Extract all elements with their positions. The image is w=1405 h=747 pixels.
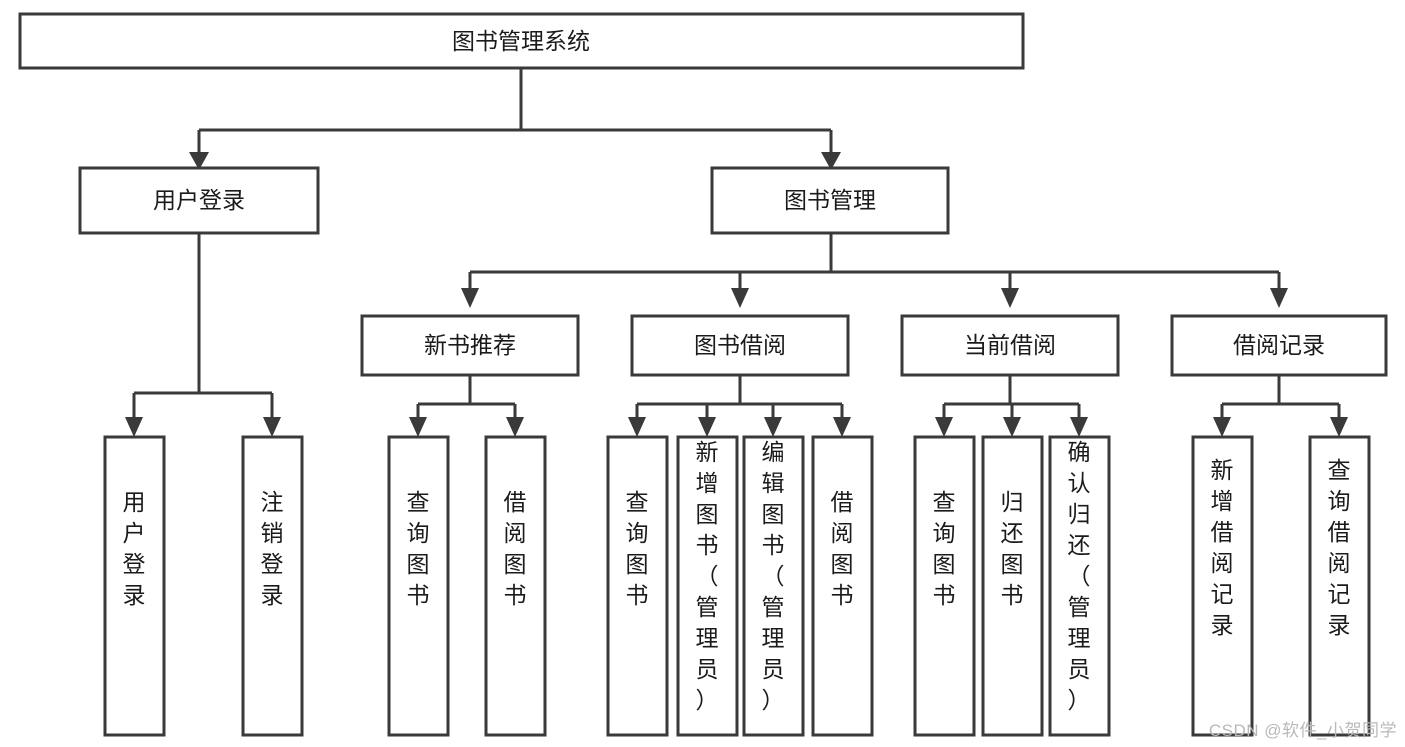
node-borrow-record[interactable]: 借阅记录 [1170, 314, 1388, 377]
leaf-edit-book-label: 编辑图书（管理员） [762, 439, 785, 713]
node-book-borrow-label: 图书借阅 [694, 332, 786, 358]
arrowhead-leaf-logout [263, 417, 281, 437]
node-borrow-record-label: 借阅记录 [1233, 332, 1325, 358]
node-user-login-label: 用户登录 [153, 187, 245, 213]
leaf-user-login-label: 用户登录 [123, 489, 146, 608]
arrowhead-leaf-return-book [1003, 417, 1021, 437]
arrowhead-leaf-borrow-book-2 [833, 417, 851, 437]
node-current-borrow[interactable]: 当前借阅 [900, 314, 1120, 377]
leaf-logout-label: 注销登录 [261, 489, 284, 608]
node-new-book-recommend-label: 新书推荐 [424, 332, 516, 358]
arrowhead-current-borrow [1001, 288, 1019, 308]
leaf-confirm-return[interactable]: 确认归还（管理员） [1048, 435, 1111, 737]
arrowhead-leaf-borrow-book-1 [506, 417, 524, 437]
arrowhead-leaf-edit-book [764, 417, 782, 437]
node-root[interactable]: 图书管理系统 [18, 12, 1025, 70]
node-user-login[interactable]: 用户登录 [78, 166, 320, 235]
node-book-management[interactable]: 图书管理 [710, 166, 950, 235]
arrowhead-book-borrow [731, 288, 749, 308]
node-book-management-label: 图书管理 [784, 187, 876, 213]
leaf-add-book-label: 新增图书（管理员） [696, 439, 719, 713]
edge-root-bus [197, 68, 833, 155]
leaf-user-login[interactable]: 用户登录 [103, 435, 166, 737]
arrowhead-user-login [189, 152, 209, 170]
arrowhead-leaf-user-login [125, 417, 143, 437]
leaf-add-record-label: 新增借阅记录 [1211, 457, 1234, 638]
leaf-query-book-3[interactable]: 查询图书 [913, 435, 976, 737]
edge-bookborrow-bus [635, 375, 844, 420]
leaf-add-book[interactable]: 新增图书（管理员） [676, 435, 739, 737]
node-book-borrow[interactable]: 图书借阅 [630, 314, 850, 377]
arrowhead-leaf-query-book-2 [628, 417, 646, 437]
leaf-confirm-return-label: 确认归还（管理员） [1068, 439, 1091, 713]
arrowhead-borrow-record [1270, 288, 1288, 308]
leaf-borrow-book-2-label: 借阅图书 [831, 489, 854, 608]
arrowhead-book-mgmt [821, 152, 841, 170]
leaf-query-record-label: 查询借阅记录 [1328, 457, 1351, 638]
leaf-logout[interactable]: 注销登录 [241, 435, 304, 737]
leaf-borrow-book-2[interactable]: 借阅图书 [811, 435, 874, 737]
leaf-borrow-book-1[interactable]: 借阅图书 [484, 435, 547, 737]
connector-layer [125, 68, 1348, 437]
arrowhead-leaf-add-record [1213, 417, 1231, 437]
leaf-add-record[interactable]: 新增借阅记录 [1191, 435, 1254, 737]
edge-currentborrow-bus [942, 375, 1081, 420]
edge-borrowrecord-bus [1220, 375, 1341, 420]
leaf-query-book-1[interactable]: 查询图书 [387, 435, 450, 737]
leaf-return-book-label: 归还图书 [1001, 489, 1024, 608]
arrowhead-leaf-add-book [698, 417, 716, 437]
leaf-edit-book[interactable]: 编辑图书（管理员） [742, 435, 805, 737]
node-new-book-recommend[interactable]: 新书推荐 [360, 314, 580, 377]
leaf-query-book-2-label: 查询图书 [626, 489, 649, 608]
leaf-return-book[interactable]: 归还图书 [981, 435, 1044, 737]
node-current-borrow-label: 当前借阅 [964, 332, 1056, 358]
leaf-query-record[interactable]: 查询借阅记录 [1308, 435, 1371, 737]
leaf-borrow-book-1-label: 借阅图书 [504, 489, 527, 608]
arrowhead-leaf-query-record [1330, 417, 1348, 437]
node-root-label: 图书管理系统 [452, 28, 590, 54]
arrowhead-new-book-rec [461, 288, 479, 308]
arrowhead-leaf-query-book-3 [935, 417, 953, 437]
arrowhead-leaf-query-book-1 [409, 417, 427, 437]
edge-userlogin-bus [132, 233, 274, 420]
leaf-query-book-1-label: 查询图书 [407, 489, 430, 608]
edge-bookmgmt-bus [468, 233, 1281, 290]
csdn-watermark: CSDN @软件_小贺同学 [1208, 721, 1397, 740]
leaf-query-book-2[interactable]: 查询图书 [606, 435, 669, 737]
leaf-query-book-3-label: 查询图书 [933, 489, 956, 608]
arrowhead-leaf-confirm-return [1070, 417, 1088, 437]
edge-newbook-bus [416, 375, 517, 420]
